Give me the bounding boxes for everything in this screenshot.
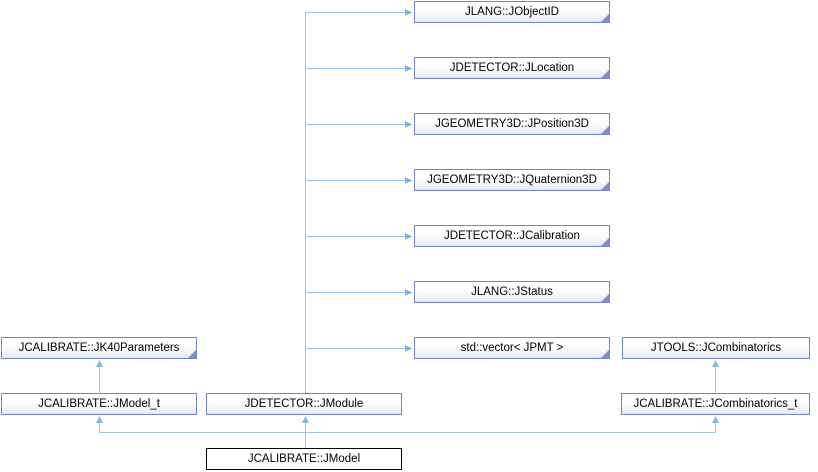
folded-corner-icon — [601, 14, 609, 22]
class-node-label: JCALIBRATE::JModel_t — [38, 398, 160, 410]
arrowhead-jcombinatoricst — [712, 415, 719, 423]
arrowhead-jlocation — [405, 65, 413, 72]
edge-arrowheads — [96, 9, 719, 423]
class-node-label: JCALIBRATE::JCombinatorics_t — [633, 398, 798, 410]
class-node-jcalibrate-jmodel-t[interactable]: JCALIBRATE::JModel_t — [1, 393, 197, 415]
arrowhead-jmodule — [302, 415, 309, 423]
class-node-jgeometry3d-jquaternion3d[interactable]: JGEOMETRY3D::JQuaternion3D — [414, 169, 610, 191]
folded-corner-icon — [188, 350, 196, 358]
class-node-label: JGEOMETRY3D::JQuaternion3D — [427, 174, 597, 186]
arrowhead-jcalibration — [405, 233, 413, 240]
class-node-label: JDETECTOR::JLocation — [449, 62, 575, 74]
class-node-jtools-jcombinatorics[interactable]: JTOOLS::JCombinatorics — [622, 337, 810, 359]
class-node-jlang-jobjectid[interactable]: JLANG::JObjectID — [414, 1, 610, 23]
class-node-label: JTOOLS::JCombinatorics — [650, 342, 782, 354]
class-node-jdetector-jlocation[interactable]: JDETECTOR::JLocation — [414, 57, 610, 79]
folded-corner-icon — [601, 182, 609, 190]
class-node-jcalibrate-jk40parameters[interactable]: JCALIBRATE::JK40Parameters — [1, 337, 197, 359]
class-node-label: JCALIBRATE::JK40Parameters — [18, 342, 180, 354]
class-node-jcalibrate-jcombinatorics-t[interactable]: JCALIBRATE::JCombinatorics_t — [621, 393, 810, 415]
folded-corner-icon — [601, 70, 609, 78]
class-node-jdetector-jmodule[interactable]: JDETECTOR::JModule — [206, 393, 402, 415]
class-node-label: JGEOMETRY3D::JPosition3D — [435, 118, 589, 130]
class-node-jdetector-jcalibration[interactable]: JDETECTOR::JCalibration — [414, 225, 610, 247]
folded-corner-icon — [601, 238, 609, 246]
class-node-std-vector-jpmt[interactable]: std::vector< JPMT > — [414, 337, 610, 359]
class-node-jlang-jstatus[interactable]: JLANG::JStatus — [414, 281, 610, 303]
class-node-jcalibrate-jmodel-main: JCALIBRATE::JModel — [206, 448, 402, 470]
arrowhead-jobjectid — [405, 9, 413, 16]
class-node-label: JCALIBRATE::JModel — [247, 453, 361, 465]
folded-corner-icon — [601, 294, 609, 302]
folded-corner-icon — [601, 126, 609, 134]
arrowhead-jstatus — [405, 289, 413, 296]
arrowhead-jmodelt — [96, 415, 103, 423]
edge-lines — [99, 12, 716, 448]
folded-corner-icon — [601, 350, 609, 358]
arrowhead-jcombinatorics — [712, 359, 719, 367]
arrowhead-stdvector — [405, 345, 413, 352]
class-node-label: JLANG::JStatus — [471, 286, 553, 298]
class-node-label: JLANG::JObjectID — [465, 6, 559, 18]
arrowhead-jposition3d — [405, 121, 413, 128]
arrowhead-jquaternion3d — [405, 177, 413, 184]
arrowhead-jk40parameters — [96, 359, 103, 367]
class-node-jgeometry3d-jposition3d[interactable]: JGEOMETRY3D::JPosition3D — [414, 113, 610, 135]
class-node-label: JDETECTOR::JModule — [244, 398, 364, 410]
class-node-label: std::vector< JPMT > — [460, 342, 564, 354]
class-node-label: JDETECTOR::JCalibration — [444, 230, 580, 242]
